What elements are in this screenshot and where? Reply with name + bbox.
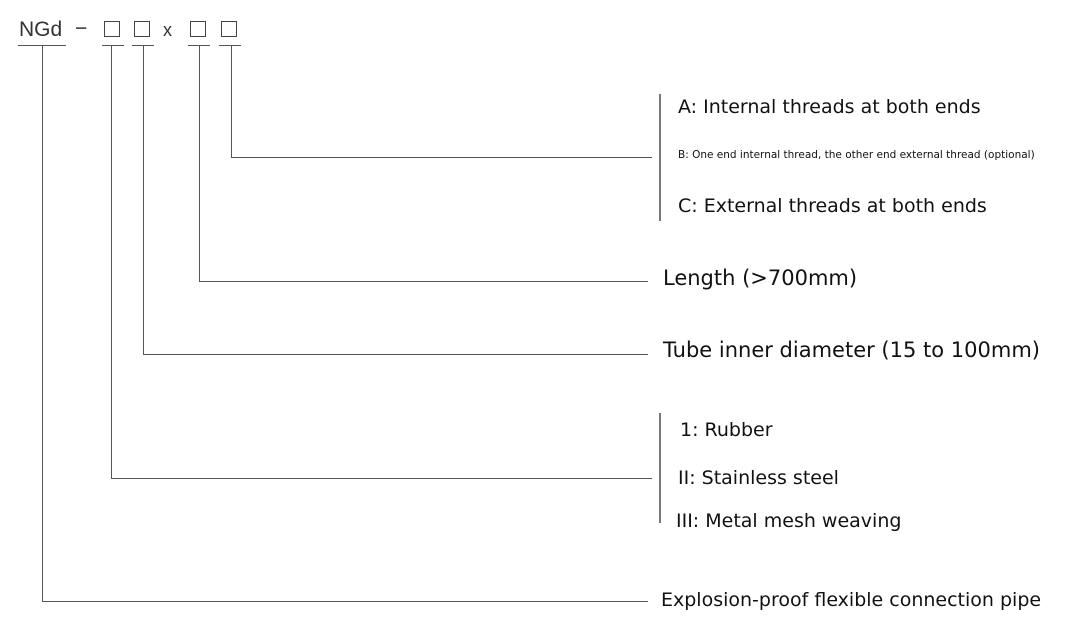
product-leader-horizontal <box>42 601 648 602</box>
thread-leader-horizontal <box>231 157 652 158</box>
product-label: Explosion-proof flexible connection pipe <box>661 589 1042 611</box>
material-code-box <box>104 21 120 37</box>
material-option-3: III: Metal mesh weaving <box>676 510 902 532</box>
model-dash: − <box>75 17 88 40</box>
length-leader-horizontal <box>199 281 648 282</box>
material-options-bracket <box>659 413 661 523</box>
thread-leader-vertical <box>231 45 232 157</box>
product-leader-vertical <box>42 45 43 601</box>
material-option-2: II: Stainless steel <box>678 467 839 489</box>
thread-code-box <box>221 21 237 37</box>
thread-option-a: A: Internal threads at both ends <box>678 96 981 118</box>
material-leader-vertical <box>111 45 112 478</box>
thread-option-b: B: One end internal thread, the other en… <box>678 149 1035 161</box>
model-prefix: NGd <box>19 18 63 41</box>
diameter-code-box <box>134 21 150 37</box>
length-leader-vertical <box>199 45 200 281</box>
thread-underline <box>219 45 241 46</box>
diameter-leader-horizontal <box>143 354 648 355</box>
inner-diameter-label: Tube inner diameter (15 to 100mm) <box>663 338 1040 362</box>
length-code-box <box>190 21 206 37</box>
material-underline <box>102 45 124 46</box>
model-separator: x <box>163 20 172 40</box>
thread-options-bracket <box>659 94 661 221</box>
thread-option-c: C: External threads at both ends <box>678 195 987 217</box>
diameter-leader-vertical <box>143 45 144 354</box>
length-label: Length (>700mm) <box>663 266 858 290</box>
material-option-1: 1: Rubber <box>680 419 773 441</box>
material-leader-horizontal <box>111 478 652 479</box>
